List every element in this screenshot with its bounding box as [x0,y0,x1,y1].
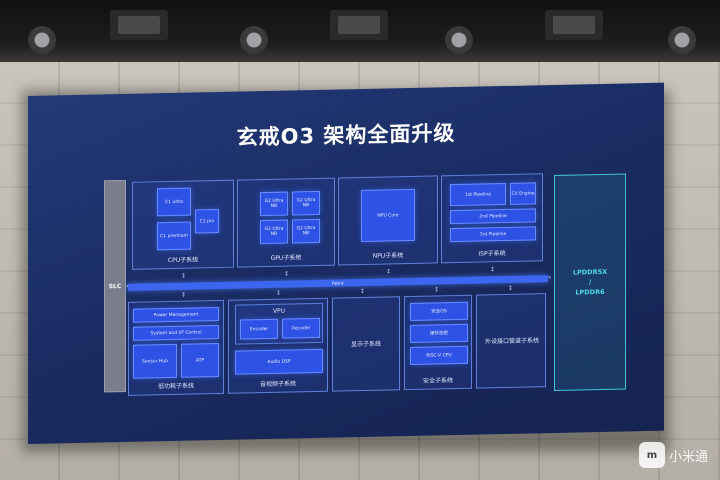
npu-subsystem: NPU Core NPU子系统 [338,175,438,266]
gpu-core-block: G2 Ultra NB [292,190,320,216]
cpu-core-block: C1 premium [157,221,191,251]
cpu-subsystem-label: CPU子系统 [167,256,199,265]
cpu-subsystem: C1 ultra C1 premium C1 pro CPU子系统 [132,179,234,270]
security-subsystem: 安全OS 硬件加密 RISC-V CPU 安全子系统 [404,294,472,391]
vpu-group: VPU Encoder Decoder [235,302,323,345]
gpu-core-block: G2 Ultra NB [260,219,288,245]
riscv-cpu-block: RISC-V CPU [410,345,468,365]
stage-light-icon [240,26,268,54]
stage-light-icon [445,26,473,54]
sensor-hub-block: Sensor Hub [133,343,177,379]
stage-truss [330,10,388,40]
decoder-block: Decoder [282,317,320,339]
isp-subsystem-label: ISP子系统 [478,249,506,258]
bidirectional-arrow-icon: ↕ [360,287,366,296]
gpu-subsystem: G2 Ultra NB G2 Ultra NB G2 Ultra NB G2 U… [237,177,335,268]
display-subsystem-label: 显示子系统 [350,340,381,348]
slide-title: 玄戒O3 架构全面升级 [236,121,456,150]
bidirectional-arrow-icon: ↕ [490,266,496,274]
isp-subsystem: 1st Pipeline CV Engine 2nd Pipeline 3rd … [441,173,543,264]
security-subsystem-label: 安全子系统 [422,377,453,385]
isp-cv-engine-block: CV Engine [510,182,536,205]
lpddr-label-2: LPDDR6 [575,287,605,297]
low-power-subsystem-label: 低功耗子系统 [157,382,194,391]
bidirectional-arrow-icon: ↕ [276,289,282,297]
io-subsystem: 外设接口管道子系统 [476,293,546,389]
encoder-block: Encoder [240,318,278,340]
isp-pipeline-block: 3rd Pipeline [450,226,536,243]
watermark-text: 小米通 [668,449,708,465]
display-subsystem: 显示子系统 [332,296,400,392]
npu-core-block: NPU Core [361,188,415,243]
media-subsystem-label: 音视频子系统 [259,380,296,389]
stage-truss [110,10,168,40]
projection-slide: 玄戒O3 架构全面升级 SLC C1 ultra C1 premium C1 p… [28,82,664,444]
stage-light-icon [668,26,696,54]
slc-block: SLC [104,179,126,393]
cpu-core-block: C1 ultra [157,187,191,217]
gpu-core-block: G2 Ultra NB [260,191,288,217]
bidirectional-arrow-icon: ↕ [181,272,187,280]
system-control-block: System and I/F Control [133,324,219,341]
low-power-subsystem: Power Management System and I/F Control … [128,299,224,396]
bidirectional-arrow-icon: ↕ [284,270,290,278]
stage-light-icon [28,26,56,54]
media-subsystem: VPU Encoder Decoder Audio DSP 音视频子系统 [228,297,328,394]
lpddr-label-1: LPDDR5X [572,267,608,277]
isp-pipeline-block: 1st Pipeline [450,182,506,207]
secure-os-block: 安全OS [410,301,468,321]
audio-dsp-block: Audio DSP [235,348,323,375]
cpu-core-block: C1 pro [195,208,219,234]
stage-truss [545,10,603,40]
io-subsystem-label: 外设接口管道子系统 [485,336,540,345]
bidirectional-arrow-icon: ↕ [386,268,392,276]
bidirectional-arrow-icon: ↕ [508,284,514,292]
bidirectional-arrow-icon: ↕ [181,291,187,299]
watermark: m 小米通 [638,442,708,468]
atp-block: ATP [181,342,219,378]
isp-pipeline-block: 2nd Pipeline [450,208,536,225]
ceiling [0,0,720,62]
watermark-logo-icon: m [638,442,665,468]
vpu-label: VPU [272,307,286,315]
gpu-subsystem-label: GPU子系统 [270,254,302,262]
hardware-encryption-block: 硬件加密 [410,323,468,343]
gpu-core-block: G2 Ultra NB [292,218,320,244]
fabric-bus: Fabric [128,275,548,291]
npu-subsystem-label: NPU子系统 [372,252,404,260]
lpddr-memory-block: LPDDR5X / LPDDR6 [554,173,626,391]
power-management-block: Power Management [133,306,219,323]
bidirectional-arrow-icon: ↕ [434,286,440,294]
